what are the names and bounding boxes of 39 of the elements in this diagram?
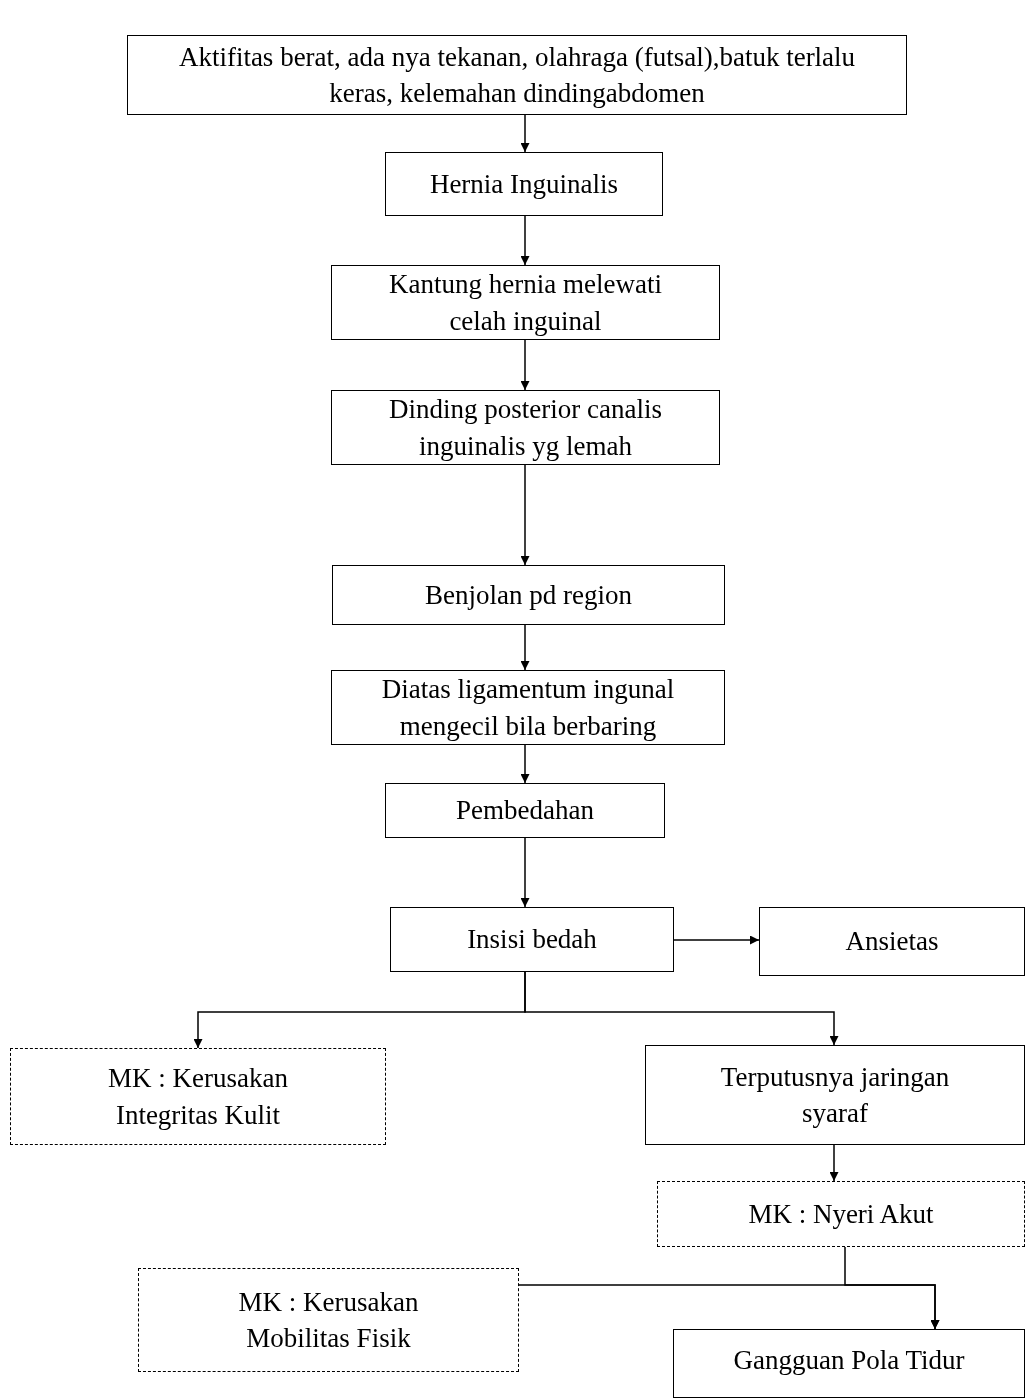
process-box <box>385 152 663 216</box>
node-text: Diatas ligamentum ingunal mengecil bila berbaring <box>380 673 676 743</box>
node-text: MK : Kerusakan Mobilitas Fisik <box>237 1285 420 1355</box>
arrow <box>520 339 530 391</box>
arrow <box>520 464 530 566</box>
arrow <box>520 744 530 784</box>
arrow <box>673 935 760 945</box>
process-box <box>645 1045 1025 1145</box>
node-text: Kantung hernia melewati celah inguinal <box>388 268 663 338</box>
diagnosis-box <box>10 1048 386 1145</box>
process-box <box>759 907 1025 976</box>
process-box <box>673 1329 1025 1398</box>
node-text: Aktifitas berat, ada nya tekanan, olahraga (futsal),batuk terlalu keras, kelemahan dindingabdomen <box>177 40 857 110</box>
diagnosis-box <box>138 1268 519 1372</box>
node-text: MK : Nyeri Akut <box>748 1197 934 1231</box>
arrow <box>520 215 530 266</box>
arrow <box>520 837 530 908</box>
node-text: Pembedahan <box>456 794 594 828</box>
node-text: Benjolan pd region <box>425 578 632 612</box>
node-text: MK : Kerusakan Integritas Kulit <box>107 1062 289 1132</box>
arrow <box>520 114 530 153</box>
node-text: Gangguan Pola Tidur <box>733 1344 965 1377</box>
process-box <box>385 783 665 838</box>
process-box <box>331 265 720 340</box>
node-text: Dinding posterior canalis inguinalis yg lemah <box>388 393 663 463</box>
arrow <box>518 1284 940 1330</box>
node-text: Hernia Inguinalis <box>429 167 619 201</box>
arrow <box>524 971 839 1046</box>
node-text: Ansietas <box>845 925 939 959</box>
process-box <box>127 35 907 115</box>
node-text: Insisi bedah <box>467 923 597 957</box>
process-box <box>332 565 725 625</box>
node-text: Terputusnya jaringan syaraf <box>719 1060 951 1130</box>
arrow <box>520 624 530 671</box>
arrow <box>829 1144 839 1182</box>
diagnosis-box <box>657 1181 1025 1247</box>
process-box <box>331 390 720 465</box>
process-box <box>390 907 674 972</box>
process-box <box>331 670 725 745</box>
